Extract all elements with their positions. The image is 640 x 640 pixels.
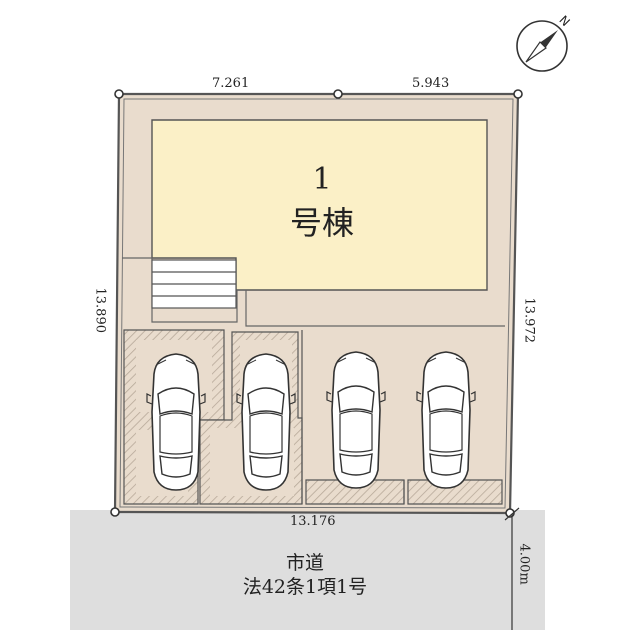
car-4 [416,351,476,489]
car-1 [146,353,206,491]
building-number: 1 [312,162,332,197]
road [70,510,545,630]
left-dimension: 13.890 [92,287,108,334]
car-2 [236,353,296,491]
boundary-marker [110,507,120,517]
right-dimension: 13.972 [521,297,537,344]
road-name: 市道 [285,552,324,574]
top-right-dimension: 5.943 [412,76,450,91]
bottom-dimension: 13.176 [290,514,336,529]
road-width-dimension: 4.00m [516,543,532,585]
north-arrow-icon [516,20,568,72]
building-name: 号棟 [289,204,354,242]
boundary-marker [513,89,523,99]
car-3 [326,351,386,489]
road-classification: 法42条1項1号 [242,576,368,598]
boundary-marker [114,89,124,99]
top-left-dimension: 7.261 [212,76,250,91]
boundary-marker [333,89,343,99]
